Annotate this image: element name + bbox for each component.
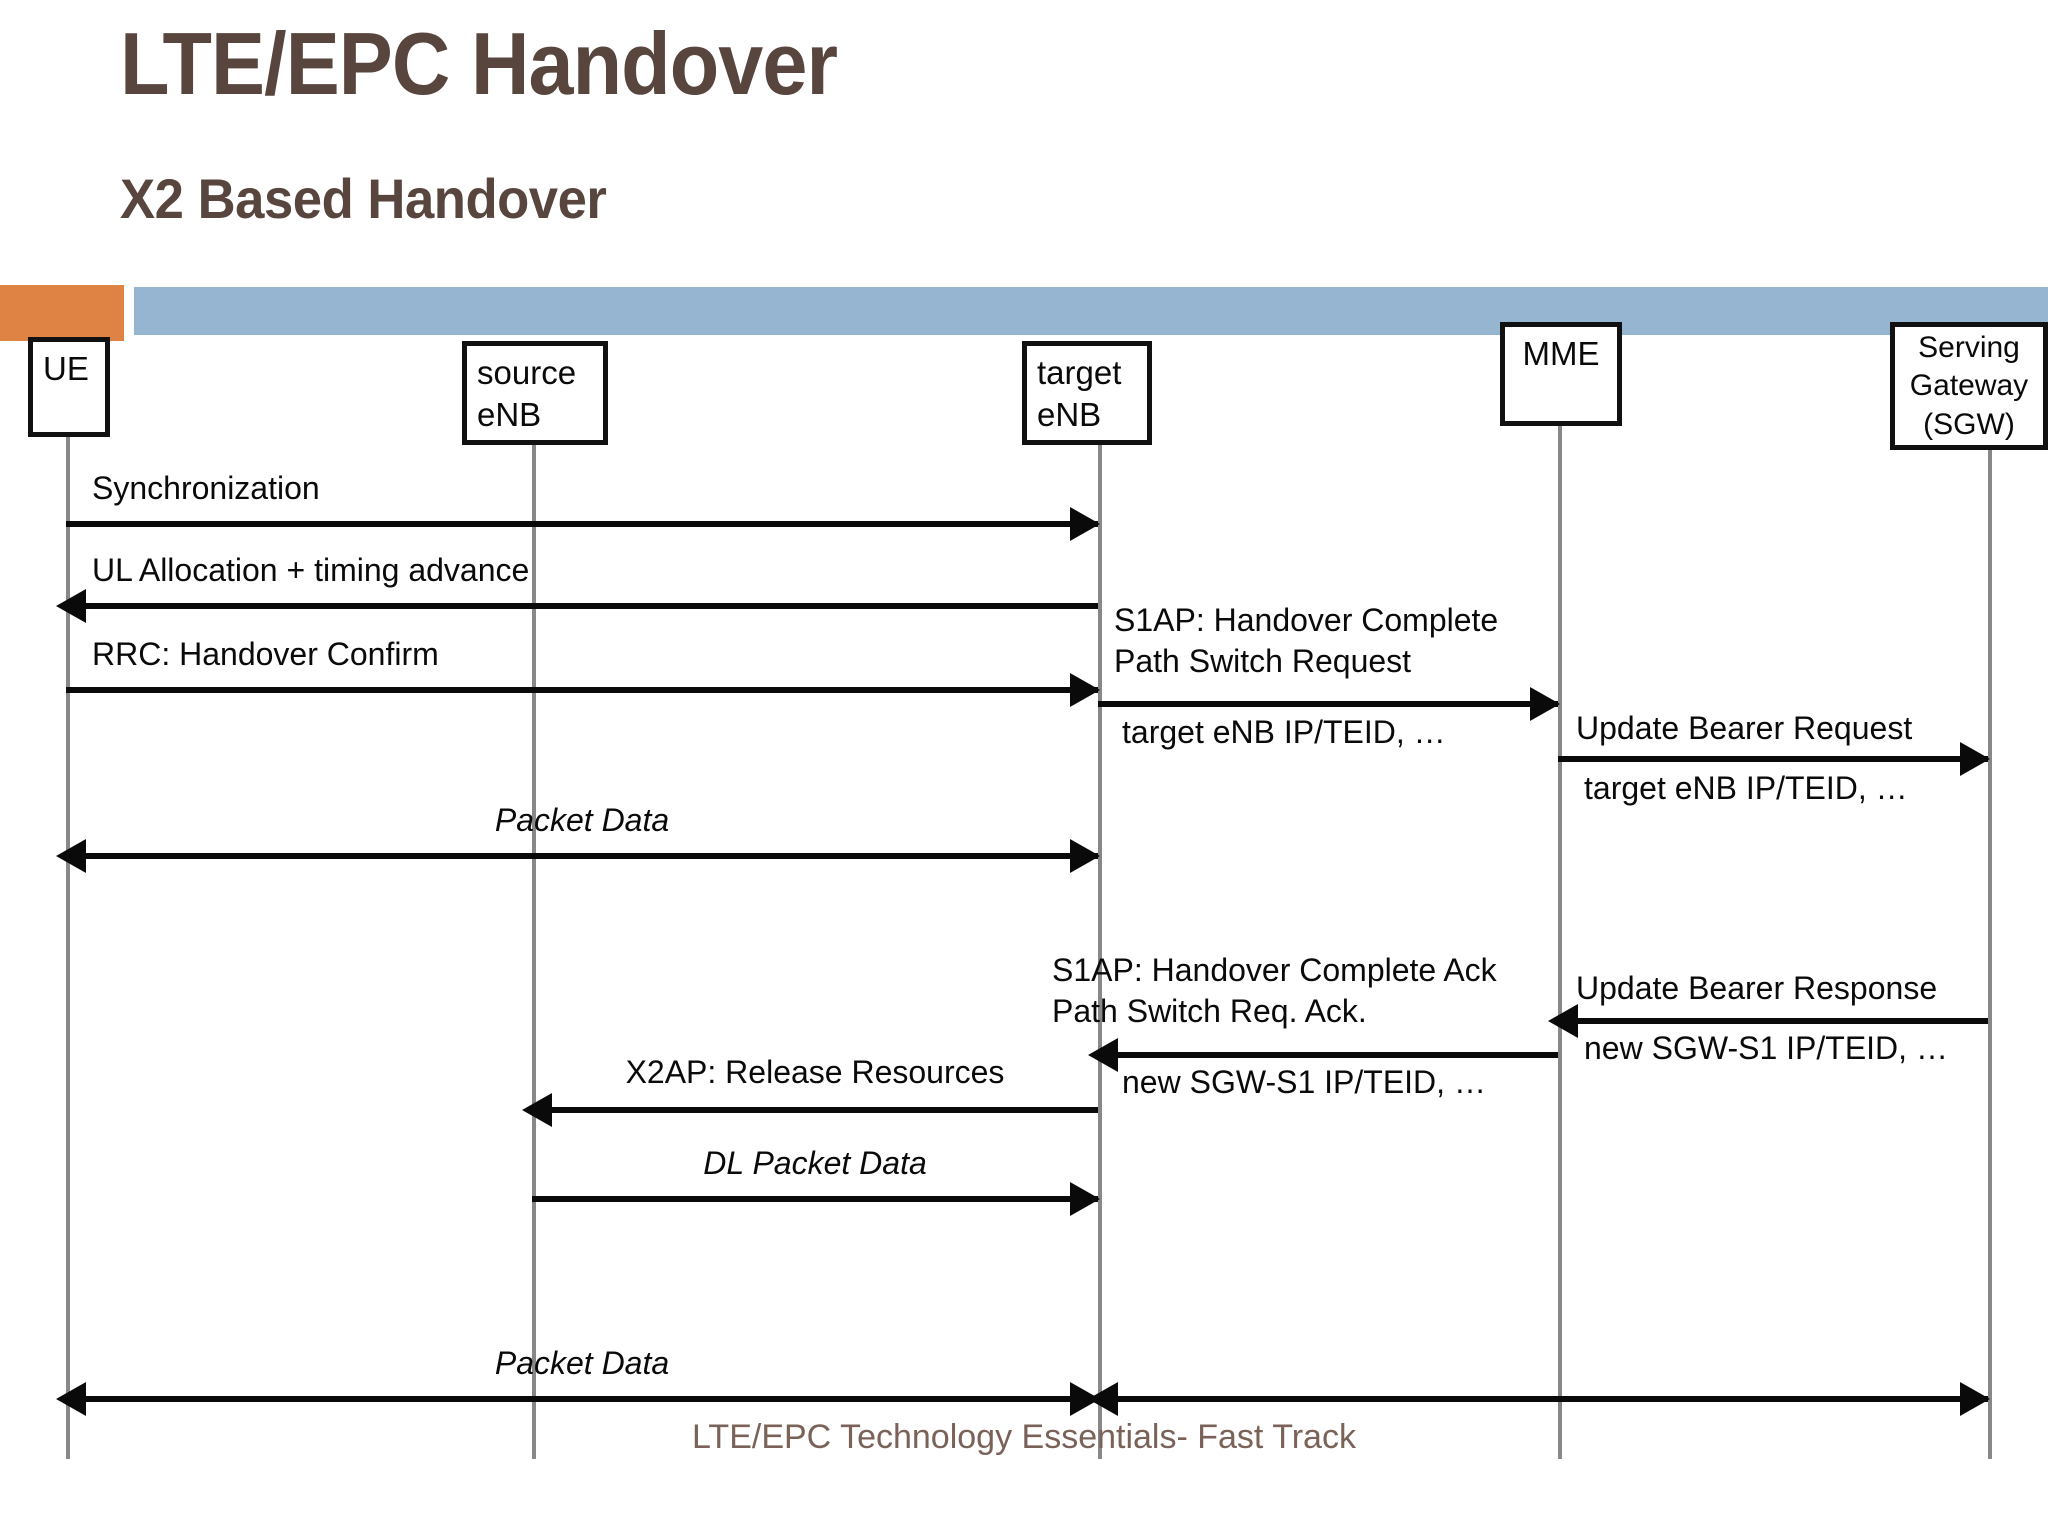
node-label-source-enb-line-0: source <box>477 354 577 391</box>
node-label-mme-line-0: MME <box>1522 335 1600 372</box>
message-label-update-bearer-request: Update Bearer Request <box>1576 710 1913 746</box>
page-title: LTE/EPC Handover <box>120 14 838 113</box>
message-label-dl-packet-data: DL Packet Data <box>703 1145 927 1181</box>
message-label-ul-alloc: UL Allocation + timing advance <box>92 552 530 588</box>
message-sublabel-s1ap-ho-complete-ack: new SGW-S1 IP/TEID, … <box>1122 1064 1486 1100</box>
arrowhead-left-ul-alloc <box>56 589 86 623</box>
message-sublabel-update-bearer-request: target eNB IP/TEID, … <box>1584 770 1908 806</box>
message-arrow-packet-data-lower-left <box>66 1396 1098 1402</box>
message-label-s1ap-ho-complete-line1: S1AP: Handover Complete <box>1114 602 1499 638</box>
arrowhead-left-packet-data-lower <box>56 1382 86 1416</box>
footer-text: LTE/EPC Technology Essentials- Fast Trac… <box>692 1418 1356 1456</box>
node-label-source-enb-line-1: eNB <box>477 396 542 434</box>
lifeline-ue <box>66 437 70 1459</box>
node-label-sgw-line-0: Serving <box>1918 331 2020 364</box>
message-sublabel-update-bearer-response: new SGW-S1 IP/TEID, … <box>1584 1030 1948 1066</box>
message-label-packet-data-upper: Packet Data <box>494 802 670 838</box>
message-arrow-s1ap-ho-complete-ack <box>1098 1052 1558 1058</box>
node-label-target-enb-line-1: eNB <box>1037 396 1102 434</box>
node-label-sgw-line-1: Gateway <box>1909 369 2029 403</box>
node-box-sgw[interactable]: Serving Gateway (SGW) <box>1890 322 2048 450</box>
node-label-target-enb-line-0: target <box>1037 354 1122 391</box>
message-arrow-dl-packet-data <box>532 1196 1098 1202</box>
message-sublabel-s1ap-ho-complete: target eNB IP/TEID, … <box>1122 714 1446 750</box>
arrowhead-left-s1ap-ho-complete-ack <box>1088 1038 1118 1072</box>
message-arrow-packet-data-upper <box>66 853 1098 859</box>
lifeline-target-enb <box>1098 445 1102 1459</box>
arrowhead-left-packet-data-upper <box>56 839 86 873</box>
arrowhead-right-update-bearer-request <box>1960 742 1990 776</box>
message-label-s1ap-ho-complete-line2: Path Switch Request <box>1114 643 1412 679</box>
arrowhead-right-packet-data-upper <box>1070 839 1100 873</box>
message-label-sync: Synchronization <box>92 470 320 506</box>
accent-bar-blue <box>134 287 2048 335</box>
arrowhead-right-s1ap-ho-complete <box>1530 687 1560 721</box>
accent-bar-orange <box>0 285 124 341</box>
node-label-sgw-line-2: (SGW) <box>1923 407 2015 441</box>
message-label-rrc-ho-confirm: RRC: Handover Confirm <box>92 636 439 672</box>
page-subtitle: X2 Based Handover <box>120 167 607 230</box>
arrowhead-right-rrc-ho-confirm <box>1070 673 1100 707</box>
lifeline-source-enb <box>532 444 536 1459</box>
message-arrow-update-bearer-response <box>1558 1018 1988 1024</box>
message-arrow-packet-data-lower-right <box>1098 1396 1988 1402</box>
message-arrow-rrc-ho-confirm <box>66 687 1098 693</box>
lifeline-mme <box>1558 425 1562 1459</box>
message-label-update-bearer-response: Update Bearer Response <box>1576 970 1938 1006</box>
message-label-packet-data-lower: Packet Data <box>494 1345 670 1381</box>
message-arrow-x2ap-release-resources <box>532 1107 1098 1113</box>
message-label-s1ap-ho-complete-ack-line1: S1AP: Handover Complete Ack <box>1052 952 1497 988</box>
arrowhead-right-packet-data-lower <box>1960 1382 1990 1416</box>
node-box-target-enb[interactable]: target eNB <box>1022 341 1152 445</box>
node-box-source-enb[interactable]: source eNB <box>462 341 608 445</box>
lifeline-sgw <box>1988 448 1992 1459</box>
arrowhead-right-sync <box>1070 507 1100 541</box>
arrowhead-left-x2ap-release-resources <box>522 1093 552 1127</box>
arrowhead-left-packet-data-lower-mid <box>1088 1382 1118 1416</box>
node-box-ue[interactable]: UE <box>28 337 110 437</box>
arrowhead-right-dl-packet-data <box>1070 1182 1100 1216</box>
message-arrow-ul-alloc <box>66 603 1098 609</box>
node-label-ue-line-0: UE <box>43 350 89 387</box>
title-block: LTE/EPC Handover X2 Based Handover <box>0 0 2048 272</box>
message-arrow-s1ap-ho-complete <box>1098 701 1558 707</box>
message-label-x2ap-release-resources: X2AP: Release Resources <box>625 1054 1005 1090</box>
node-box-mme[interactable]: MME <box>1500 322 1622 426</box>
message-arrow-update-bearer-request <box>1558 756 1988 762</box>
message-arrow-sync <box>66 521 1098 527</box>
message-label-s1ap-ho-complete-ack-line2: Path Switch Req. Ack. <box>1052 993 1367 1029</box>
arrowhead-left-update-bearer-response <box>1548 1004 1578 1038</box>
